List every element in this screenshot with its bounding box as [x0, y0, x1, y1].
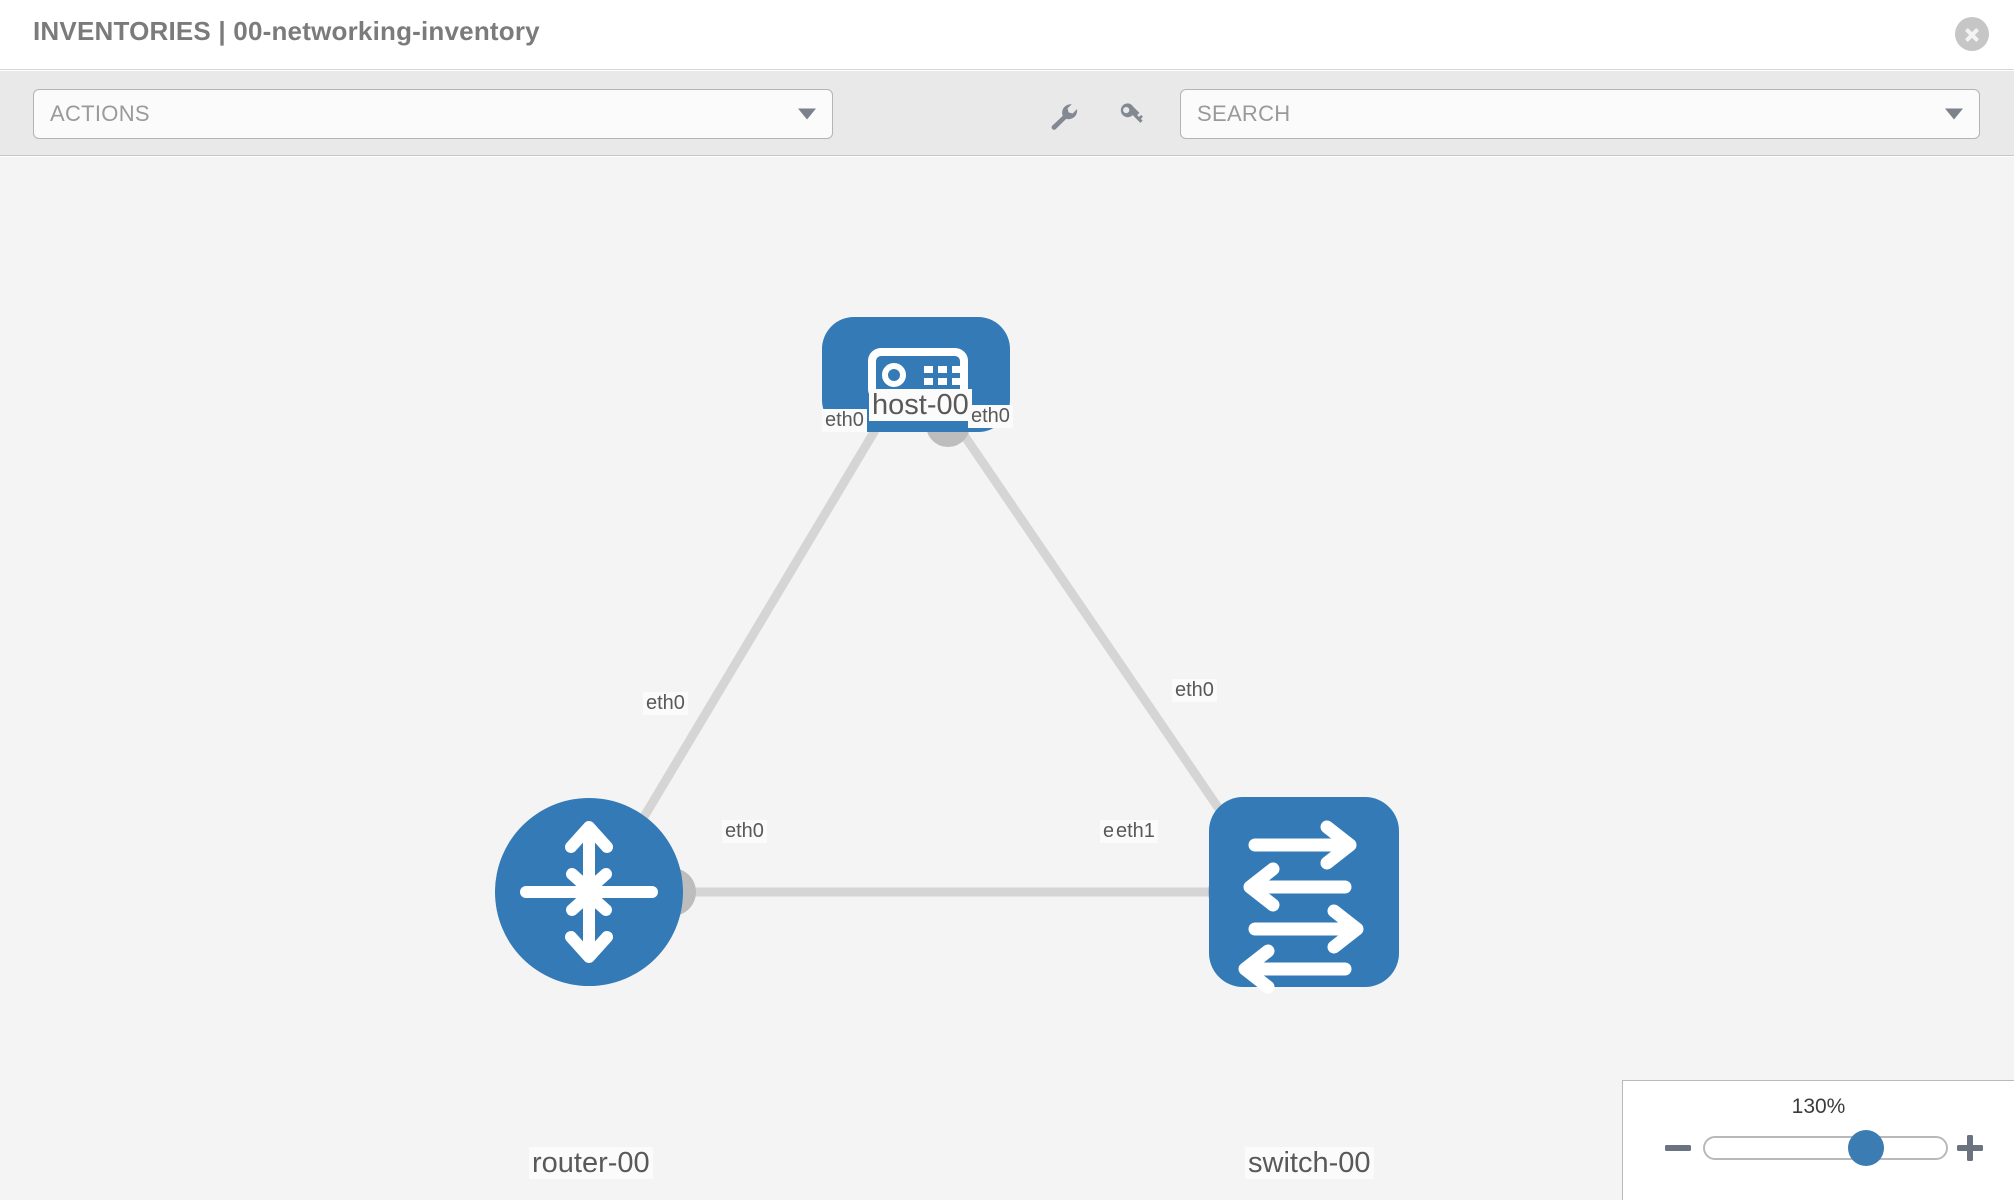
- chevron-down-icon: [798, 108, 816, 120]
- zoom-level-label: 130%: [1791, 1095, 1846, 1118]
- close-icon[interactable]: [1955, 17, 1989, 51]
- switch-arrows-icon: [1238, 820, 1364, 994]
- iface-label-host-left: eth0: [822, 409, 867, 432]
- zoom-control-panel: 130%: [1622, 1080, 2014, 1200]
- iface-label-router-up: eth0: [643, 692, 688, 715]
- search-placeholder: SEARCH: [1197, 101, 1291, 126]
- iface-label-switch-up: eth0: [1172, 679, 1217, 702]
- topology-graph[interactable]: [0, 157, 2014, 1200]
- edge-host-router[interactable]: [616, 419, 884, 860]
- wrench-icon[interactable]: [1046, 101, 1080, 131]
- node-label-host-00: host-00: [869, 389, 972, 422]
- page-title: INVENTORIES | 00-networking-inventory: [33, 16, 540, 46]
- page-header: INVENTORIES | 00-networking-inventory: [0, 0, 2014, 70]
- node-router-00[interactable]: [495, 798, 683, 986]
- actions-dropdown-label: ACTIONS: [50, 101, 150, 126]
- zoom-slider[interactable]: [1703, 1130, 1948, 1166]
- search-input[interactable]: SEARCH: [1180, 89, 1980, 139]
- zoom-in-button[interactable]: [1955, 1133, 1985, 1163]
- iface-label-router-east: eth0: [722, 820, 767, 843]
- iface-label-switch-west: eth1: [1113, 820, 1158, 843]
- iface-label-host-right: eth0: [968, 405, 1013, 428]
- edge-host-switch[interactable]: [951, 419, 1249, 850]
- toolbar: ACTIONS SEARCH: [0, 71, 2014, 156]
- zoom-slider-thumb[interactable]: [1848, 1130, 1885, 1166]
- key-icon[interactable]: [1114, 101, 1148, 131]
- node-label-switch-00: switch-00: [1245, 1147, 1374, 1180]
- topology-canvas[interactable]: eth0 eth0 host-00 eth0 eth0 eth0 eth0 et…: [0, 157, 2014, 1200]
- node-label-router-00: router-00: [529, 1147, 653, 1180]
- router-arrows-icon: [520, 821, 658, 963]
- node-switch-00[interactable]: [1209, 797, 1399, 994]
- actions-dropdown[interactable]: ACTIONS: [33, 89, 833, 139]
- zoom-out-button[interactable]: [1663, 1133, 1693, 1163]
- chevron-down-icon: [1945, 108, 1963, 120]
- topology-edges: [616, 419, 1249, 897]
